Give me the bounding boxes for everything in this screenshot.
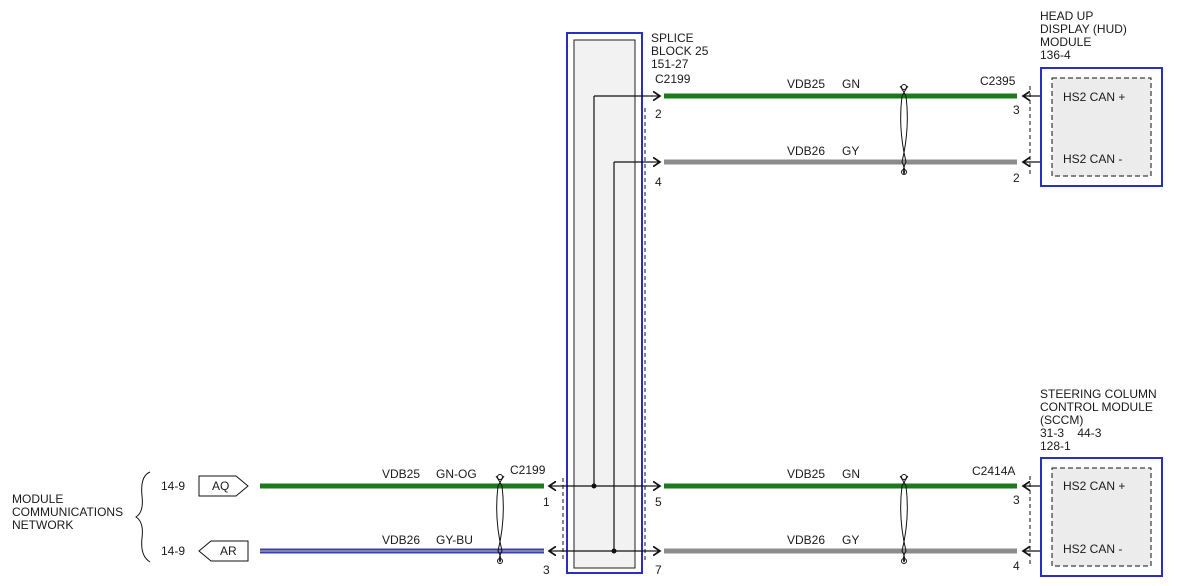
- wire-hud-neg-color: GY: [842, 144, 859, 158]
- network-title-2: COMMUNICATIONS: [12, 505, 123, 519]
- tag-ar-label: AR: [220, 544, 237, 558]
- wire-hud-pos-circuit: VDB25: [787, 77, 825, 91]
- network-title-1: MODULE: [12, 492, 63, 506]
- hud-connector-label: C2395: [980, 74, 1016, 88]
- hud-title-3: MODULE: [1040, 35, 1091, 49]
- tag-aq-label: AQ: [212, 479, 229, 493]
- wire-net-neg-color: GY-BU: [436, 533, 473, 547]
- network-brace: [135, 471, 151, 563]
- network-ref-page-2: 14-9: [161, 544, 185, 558]
- wire-sccm-neg-circuit: VDB26: [787, 533, 825, 547]
- twisted-pair-marker-sccm: [899, 475, 909, 563]
- network-ref-page-1: 14-9: [161, 479, 185, 493]
- sccm-title-1: STEERING COLUMN: [1040, 387, 1157, 401]
- sccm-ref-2: 128-1: [1040, 439, 1071, 453]
- wire-hud-neg-from-pin: 4: [655, 175, 662, 189]
- wire-hud-pos-color: GN: [842, 77, 860, 91]
- splice-block-title-1: SPLICE: [651, 31, 694, 45]
- offpage-tag-ar[interactable]: AR: [198, 540, 249, 562]
- hud-pin-name-neg: HS2 CAN -: [1063, 152, 1122, 166]
- sccm-connector-label: C2414A: [972, 464, 1015, 478]
- wire-hud-neg-circuit: VDB26: [787, 144, 825, 158]
- wire-sccm-pos-circuit: VDB25: [787, 467, 825, 481]
- splice-block-title-2: BLOCK 25: [651, 44, 709, 58]
- sccm-pin-name-pos: HS2 CAN +: [1063, 479, 1125, 493]
- twisted-pair-marker-hud: [899, 85, 909, 175]
- splice-connector-label: C2199: [655, 72, 691, 86]
- wire-net-pos-color: GN-OG: [436, 467, 477, 481]
- hud-title-2: DISPLAY (HUD): [1040, 22, 1127, 36]
- sccm-ref-1: 31-3 44-3: [1040, 426, 1102, 440]
- sccm-pin-num-neg: 4: [1013, 559, 1020, 573]
- wire-net-pos-pin: 1: [543, 495, 550, 509]
- hud-pin-num-pos: 3: [1013, 103, 1020, 117]
- sccm-title-3: (SCCM): [1040, 413, 1083, 427]
- wire-net-neg-pin: 3: [543, 563, 550, 577]
- wire-sccm-pos-from-pin: 5: [655, 495, 662, 509]
- sccm-pin-num-pos: 3: [1013, 493, 1020, 507]
- hud-pin-num-neg: 2: [1013, 171, 1020, 185]
- sccm-title-2: CONTROL MODULE: [1040, 400, 1153, 414]
- hud-title-1: HEAD UP: [1040, 9, 1093, 23]
- wire-sccm-neg-color: GY: [842, 533, 859, 547]
- sccm-pin-name-neg: HS2 CAN -: [1063, 542, 1122, 556]
- sccm-module-box: [1040, 457, 1163, 577]
- network-connector-label: C2199: [510, 463, 546, 477]
- twisted-pair-marker-network: [495, 475, 505, 563]
- offpage-tag-aq[interactable]: AQ: [198, 475, 249, 497]
- hud-ref: 136-4: [1040, 48, 1071, 62]
- hud-pin-name-pos: HS2 CAN +: [1063, 90, 1125, 104]
- hud-module-box: [1040, 67, 1163, 187]
- splice-block-ref: 151-27: [651, 57, 689, 71]
- splice-block: [560, 32, 646, 574]
- wire-sccm-pos-color: GN: [842, 467, 860, 481]
- network-title-3: NETWORK: [12, 518, 73, 532]
- wire-sccm-neg-from-pin: 7: [655, 563, 662, 577]
- wire-net-neg-circuit: VDB26: [382, 533, 420, 547]
- wire-hud-pos-from-pin: 2: [655, 107, 662, 121]
- wire-net-pos-circuit: VDB25: [382, 467, 420, 481]
